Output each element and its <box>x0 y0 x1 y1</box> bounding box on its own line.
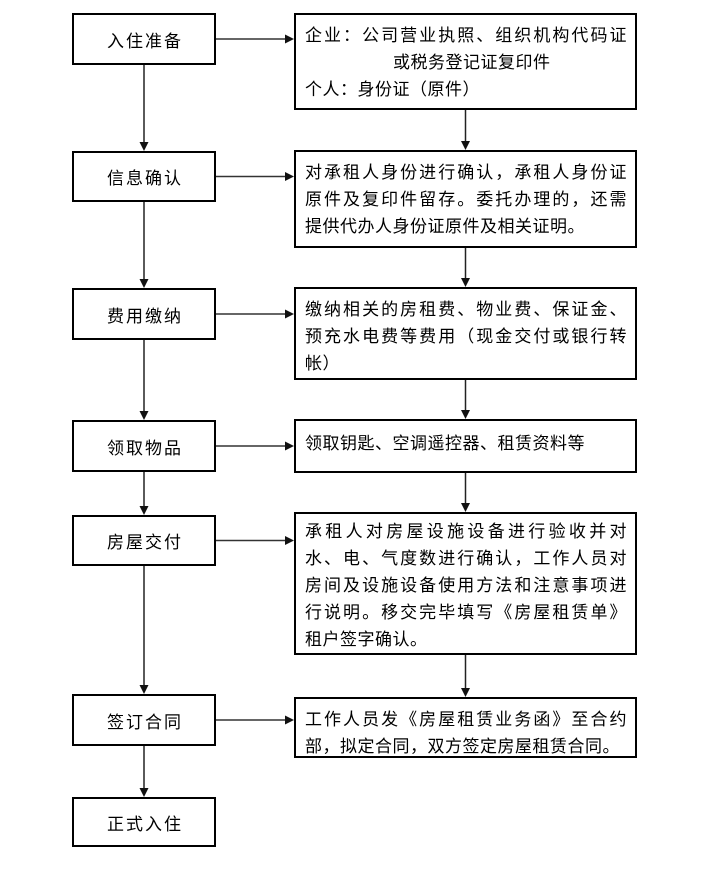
arrow-detail3-to-detail4 <box>461 380 470 419</box>
detail-line: 个人：身份证（原件） <box>305 80 480 99</box>
detail-line: 企业：公司营业执照、组织机构代码证 <box>305 26 627 45</box>
arrow-step6-to-step7 <box>139 746 149 797</box>
arrow-detail5-to-detail6 <box>461 655 470 697</box>
detail-box-fees: 缴纳相关的房租费、物业费、保证金、 预充水电费等费用（现金交付或银行转 帐） <box>294 287 637 380</box>
step-box-information-confirmation: 信息确认 <box>72 151 216 202</box>
step-box-official-move-in: 正式入住 <box>72 797 216 847</box>
arrow-step2-to-detail2 <box>216 172 294 181</box>
soft-return-artifact: ↵ <box>329 173 338 184</box>
detail-line: 领取钥匙、空调遥控器、租赁资料等 <box>305 434 585 453</box>
arrow-step5-to-step6 <box>139 566 149 694</box>
step-box-collect-items: 领取物品 <box>72 420 216 472</box>
arrow-step2-to-step3 <box>139 202 149 288</box>
arrow-step5-to-detail5 <box>216 536 294 545</box>
arrow-step4-to-detail4 <box>216 441 294 451</box>
detail-line: 缴纳相关的房租费、物业费、保证金、 <box>305 300 627 319</box>
detail-line: 帐） <box>305 354 340 373</box>
step-box-fee-payment: 费用缴纳 <box>72 288 216 340</box>
detail-line: 原件及复印件留存。委托办理的，还需 <box>305 190 627 209</box>
step-label: 费用缴纳 <box>107 306 183 326</box>
detail-line: 部，拟定合同，双方签定房屋租赁合同。 <box>305 737 620 756</box>
arrow-step1-to-detail1 <box>216 34 294 44</box>
step-label: 房屋交付 <box>107 533 183 552</box>
arrow-step3-to-detail3 <box>216 309 294 319</box>
arrow-detail1-to-detail2 <box>461 110 470 150</box>
detail-line: 工作人员发《房屋租赁业务函》至合约 <box>305 710 627 729</box>
detail-line: 预充水电费等费用（现金交付或银行转 <box>305 327 627 346</box>
step-label: 入住准备 <box>107 31 183 51</box>
detail-line: 或税务登记证复印件 <box>393 53 551 72</box>
detail-box-contract: 工作人员发《房屋租赁业务函》至合约 部，拟定合同，双方签定房屋租赁合同。 <box>294 697 637 758</box>
detail-line: 租户签字确认。 <box>305 630 428 649</box>
step-label: 签订合同 <box>107 712 183 732</box>
step-box-house-handover: 房屋交付 <box>72 515 216 566</box>
detail-line: 提供代办人身份证原件及相关证明。 <box>305 217 585 236</box>
arrow-step3-to-step4 <box>139 340 149 420</box>
detail-box-handover-inspection: 承租人对房屋设施设备进行验收并对 水、电、气度数进行确认，工作人员对 房间及设施… <box>294 512 637 655</box>
detail-box-identity-confirmation: 对承租人身份进行确认，承租人身份证 原件及复印件留存。委托办理的，还需 提供代办… <box>294 150 637 248</box>
arrow-step1-to-step2 <box>139 65 149 151</box>
step-box-move-in-preparation: 入住准备 <box>72 13 216 65</box>
step-label: 领取物品 <box>107 438 183 458</box>
detail-line: 对承租人身份进行确认，承租人身份证 <box>305 163 627 182</box>
arrow-detail4-to-detail5 <box>461 473 470 512</box>
detail-box-preparation-documents: 企业：公司营业执照、组织机构代码证 或税务登记证复印件 个人：身份证（原件） <box>294 13 637 110</box>
arrow-detail2-to-detail3 <box>461 248 470 287</box>
detail-line: 行说明。移交完毕填写《房屋租赁单》 <box>305 603 627 622</box>
step-box-sign-contract: 签订合同 <box>72 694 216 746</box>
detail-line: 承租人对房屋设施设备进行验收并对 <box>305 522 627 541</box>
step-label: 正式入住 <box>107 814 183 834</box>
detail-box-items: 领取钥匙、空调遥控器、租赁资料等 <box>294 419 637 473</box>
detail-line: 水、电、气度数进行确认，工作人员对 <box>305 549 627 568</box>
detail-line: 房间及设施设备使用方法和注意事项进 <box>305 576 627 595</box>
step-label: 信息确认 <box>107 169 183 188</box>
arrow-step6-to-detail6 <box>216 715 294 725</box>
arrow-step4-to-step5 <box>139 472 149 515</box>
